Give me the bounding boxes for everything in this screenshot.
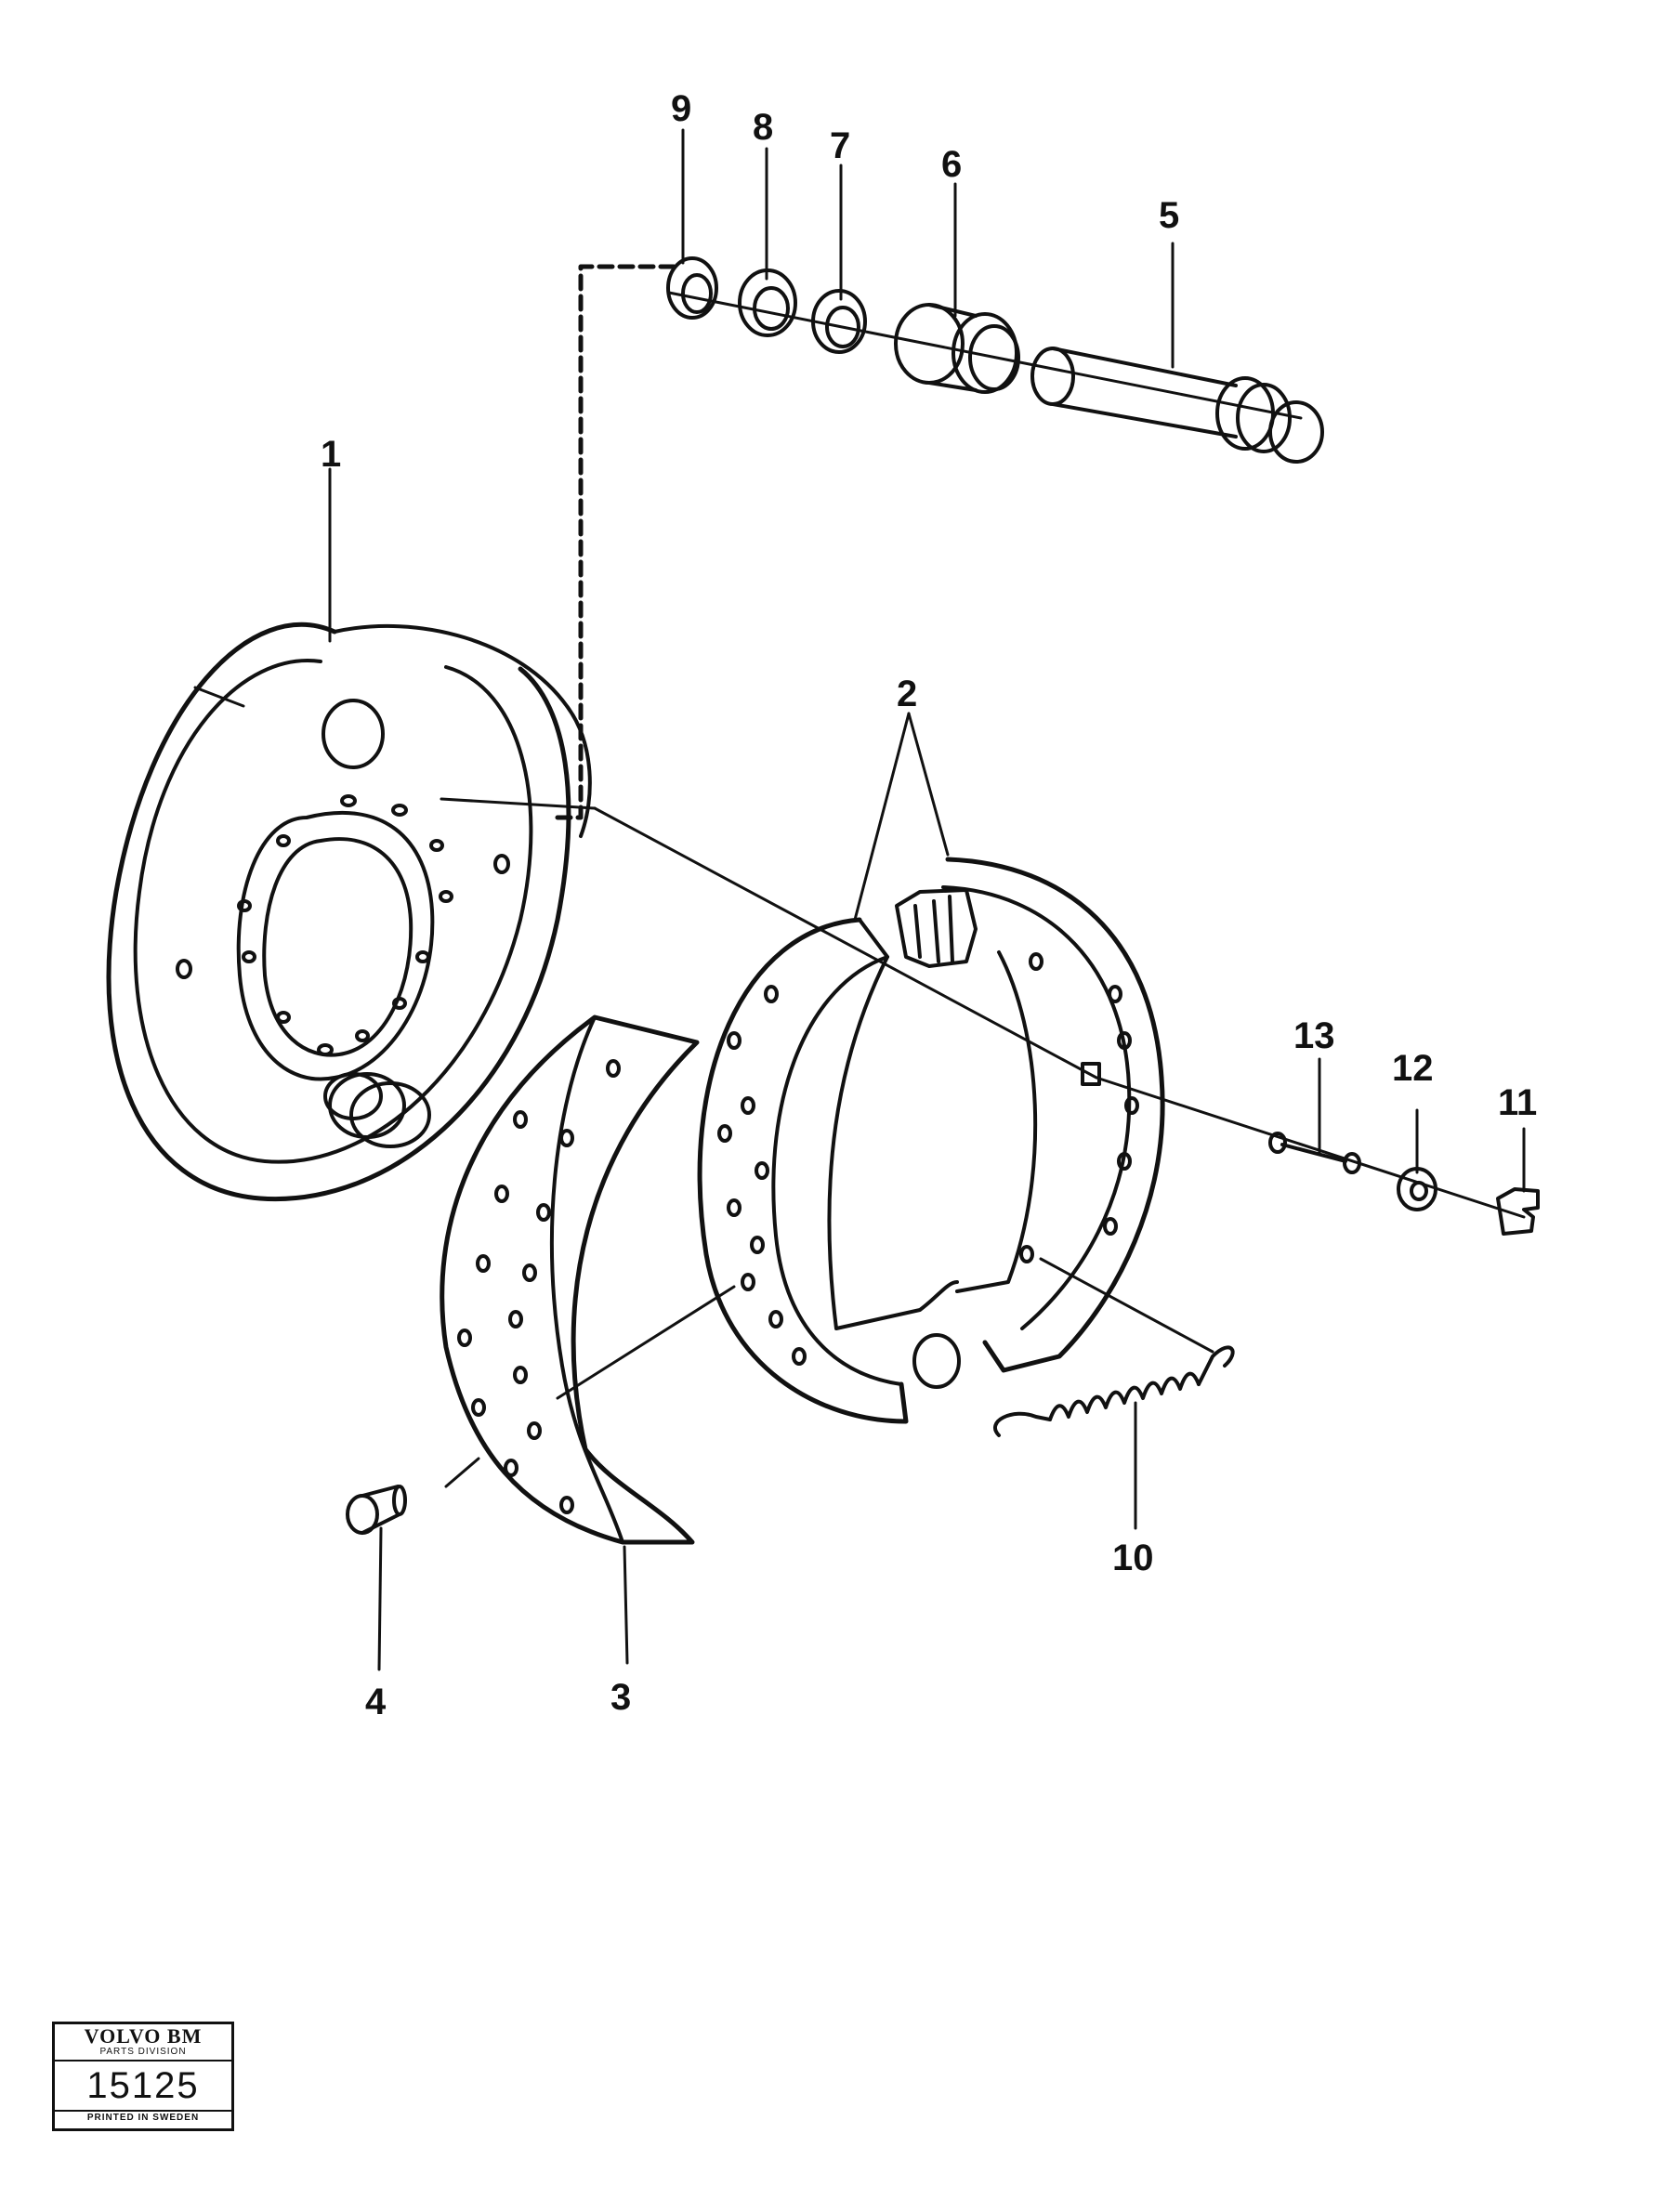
callout-2: 2	[897, 674, 917, 714]
circlip-part-9	[666, 256, 718, 320]
stamp-brand: VOLVO BM	[84, 2024, 203, 2048]
washer-part-12	[1397, 1167, 1437, 1211]
pin-part-13	[1268, 1132, 1361, 1174]
callout-4: 4	[365, 1682, 387, 1722]
callout-11: 11	[1498, 1082, 1537, 1123]
callout-12: 12	[1392, 1048, 1434, 1089]
dashed-reference-line	[555, 264, 676, 820]
leader-lines	[328, 128, 1526, 1671]
callout-1: 1	[321, 434, 341, 475]
callout-13: 13	[1293, 1015, 1335, 1056]
bushing-part-6	[894, 303, 1020, 394]
pin-part-5	[1030, 347, 1324, 464]
stamp-division: PARTS DIVISION	[55, 2047, 231, 2061]
brake-shoe-pair-part-2	[697, 857, 1165, 1424]
callout-5: 5	[1159, 195, 1179, 236]
backing-plate-part-1	[106, 622, 592, 1202]
pin-assembly	[666, 256, 1324, 464]
callout-labels: 1 2 3 4 5 6 7 8 9 10 11 12 13	[321, 88, 1537, 1722]
callout-7: 7	[830, 125, 850, 166]
callout-3: 3	[610, 1677, 631, 1718]
callout-6: 6	[941, 144, 962, 185]
volvo-bm-parts-stamp: VOLVO BM PARTS DIVISION 15125 PRINTED IN…	[52, 2022, 234, 2131]
stamp-printed-in: PRINTED IN SWEDEN	[86, 2113, 200, 2123]
clip-part-11	[1496, 1187, 1540, 1236]
washer-part-7	[811, 289, 867, 354]
brake-lining-part-3	[440, 1014, 700, 1545]
return-spring-part-10	[993, 1257, 1235, 1437]
callout-9: 9	[671, 88, 691, 129]
stamp-drawing-number: 15125	[55, 2061, 231, 2112]
rivet-part-4	[346, 1485, 407, 1535]
callout-8: 8	[753, 107, 773, 148]
callout-10: 10	[1112, 1538, 1154, 1578]
